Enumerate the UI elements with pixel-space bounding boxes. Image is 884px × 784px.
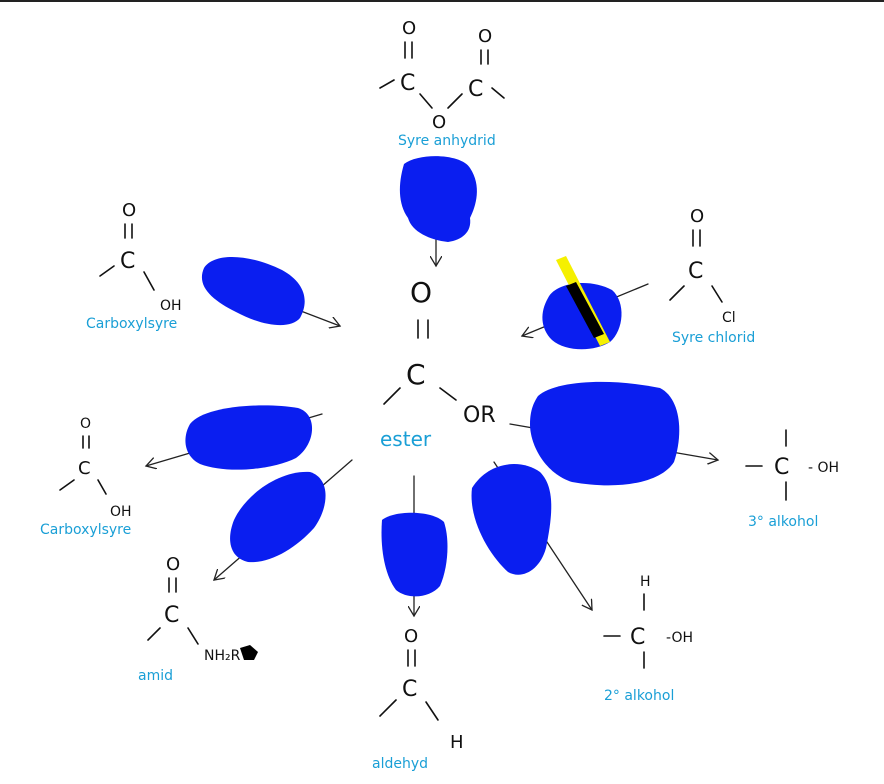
scribble-right (530, 381, 680, 486)
ester-label: ester (380, 427, 432, 451)
alcohol3-oh: - OH (808, 460, 839, 476)
acid-chloride-carbon: C (688, 259, 703, 284)
ester-oxygen: O (410, 276, 432, 309)
carboxylic-left-oh: OH (110, 504, 132, 520)
carboxylic-acid-left-molecule: O C OH Carboxylsyre (40, 416, 132, 538)
scribble-lower-left (230, 471, 326, 563)
carboxylic-top-label: Carboxylsyre (86, 316, 177, 332)
carboxylic-top-oxygen: O (122, 200, 136, 221)
acid-chloride-oxygen: O (690, 206, 704, 227)
scribble-upper-left (201, 256, 305, 326)
anhydride-molecule: O C O O C Syre anhydrid (379, 18, 505, 149)
amide-label: amid (138, 668, 173, 684)
amide-oxygen: O (166, 554, 180, 575)
ester-or-group: OR (463, 403, 496, 428)
amide-molecule: O C NH₂R amid (138, 554, 241, 684)
acid-chloride-cl: Cl (722, 310, 736, 326)
carboxylic-left-carbon: C (78, 458, 91, 479)
carboxylic-left-label: Carboxylsyre (40, 522, 131, 538)
anhydride-carbon-1: C (400, 71, 415, 96)
amide-carbon: C (164, 603, 179, 628)
anhydride-bridge-oxygen: O (432, 112, 446, 133)
scribble-lower-right (471, 464, 552, 575)
aldehyde-oxygen: O (404, 626, 418, 647)
carboxylic-top-carbon: C (120, 249, 135, 274)
anhydride-label: Syre anhydrid (398, 133, 496, 149)
carboxylic-left-oxygen: O (80, 416, 91, 432)
alcohol2-label: 2° alkohol (604, 688, 674, 704)
tertiary-alcohol-molecule: C - OH 3° alkohol (745, 429, 839, 530)
top-border (0, 0, 884, 2)
aldehyde-hydrogen: H (450, 732, 464, 753)
aldehyde-label: aldehyd (372, 756, 428, 772)
ester-carbon: C (406, 358, 426, 391)
carboxylic-top-oh: OH (160, 298, 182, 314)
anhydride-oxygen-1: O (402, 18, 416, 39)
alcohol2-hydrogen: H (640, 574, 651, 590)
scribble-redactions (185, 156, 680, 597)
black-marker-stroke (566, 282, 604, 338)
acid-chloride-molecule: O C Cl Syre chlorid (669, 206, 755, 346)
aldehyde-carbon: C (402, 677, 417, 702)
alcohol3-label: 3° alkohol (748, 514, 818, 530)
alcohol3-carbon: C (774, 455, 789, 480)
amide-black-mark (240, 645, 258, 660)
scribble-left (185, 405, 313, 470)
alcohol2-oh: -OH (666, 630, 693, 646)
aldehyde-molecule: O C H aldehyd (372, 626, 464, 772)
secondary-alcohol-molecule: H C -OH 2° alkohol (603, 574, 693, 704)
highlight-marks (556, 256, 610, 346)
amide-nh2r: NH₂R (204, 648, 241, 664)
scribble-top (399, 156, 477, 242)
scribble-bottom (381, 512, 448, 597)
anhydride-oxygen-2: O (478, 26, 492, 47)
ester-molecule: O C OR ester (380, 276, 496, 451)
anhydride-carbon-2: C (468, 77, 483, 102)
alcohol2-carbon: C (630, 625, 645, 650)
carboxylic-acid-top-molecule: O C OH Carboxylsyre (86, 200, 182, 332)
acid-chloride-label: Syre chlorid (672, 330, 755, 346)
